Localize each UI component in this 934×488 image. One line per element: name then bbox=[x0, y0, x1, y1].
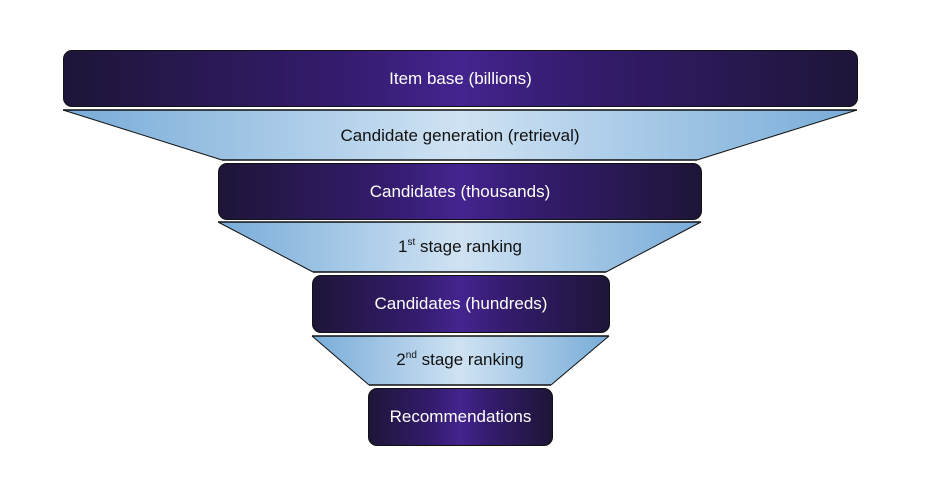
stage-label-first-ranking: 1st stage ranking bbox=[398, 237, 522, 257]
level-candidates-hundreds: Candidates (hundreds) bbox=[312, 275, 610, 333]
stage-trapezoid-first-ranking bbox=[218, 222, 701, 272]
stage-label-candidate-generation: Candidate generation (retrieval) bbox=[340, 126, 579, 146]
level-candidates-thousands: Candidates (thousands) bbox=[218, 163, 702, 220]
stage-ordinal-number: 2 bbox=[396, 350, 406, 369]
stage-ordinal-suffix: nd bbox=[405, 350, 417, 361]
level-recommendations: Recommendations bbox=[368, 388, 553, 446]
level-label: Recommendations bbox=[389, 407, 532, 426]
stage-trapezoid-left-edge bbox=[62, 109, 223, 161]
stage-trapezoid-second-ranking bbox=[312, 336, 609, 385]
stage-trapezoid-right-edge bbox=[605, 221, 702, 273]
stage-label-text: Candidate generation (retrieval) bbox=[340, 126, 580, 145]
level-item-base: Item base (billions) bbox=[63, 50, 858, 107]
stage-trapezoid-left-edge bbox=[311, 335, 370, 386]
level-label: Candidates (thousands) bbox=[369, 181, 551, 201]
stage-label-second-ranking: 2nd stage ranking bbox=[396, 350, 523, 370]
stage-trapezoid-candidate-generation bbox=[63, 110, 857, 160]
stage-trapezoid-left-edge bbox=[217, 221, 314, 273]
level-label: Item base (billions) bbox=[389, 68, 532, 88]
stage-ordinal-suffix: st bbox=[407, 237, 416, 248]
stage-label-text: stage ranking bbox=[415, 237, 523, 256]
level-label: Candidates (hundreds) bbox=[374, 294, 548, 313]
stage-trapezoid-right-edge bbox=[550, 335, 610, 386]
stage-ordinal-number: 1 bbox=[397, 237, 408, 256]
stage-trapezoid-right-edge bbox=[696, 109, 858, 161]
stage-label-text: stage ranking bbox=[416, 350, 524, 369]
